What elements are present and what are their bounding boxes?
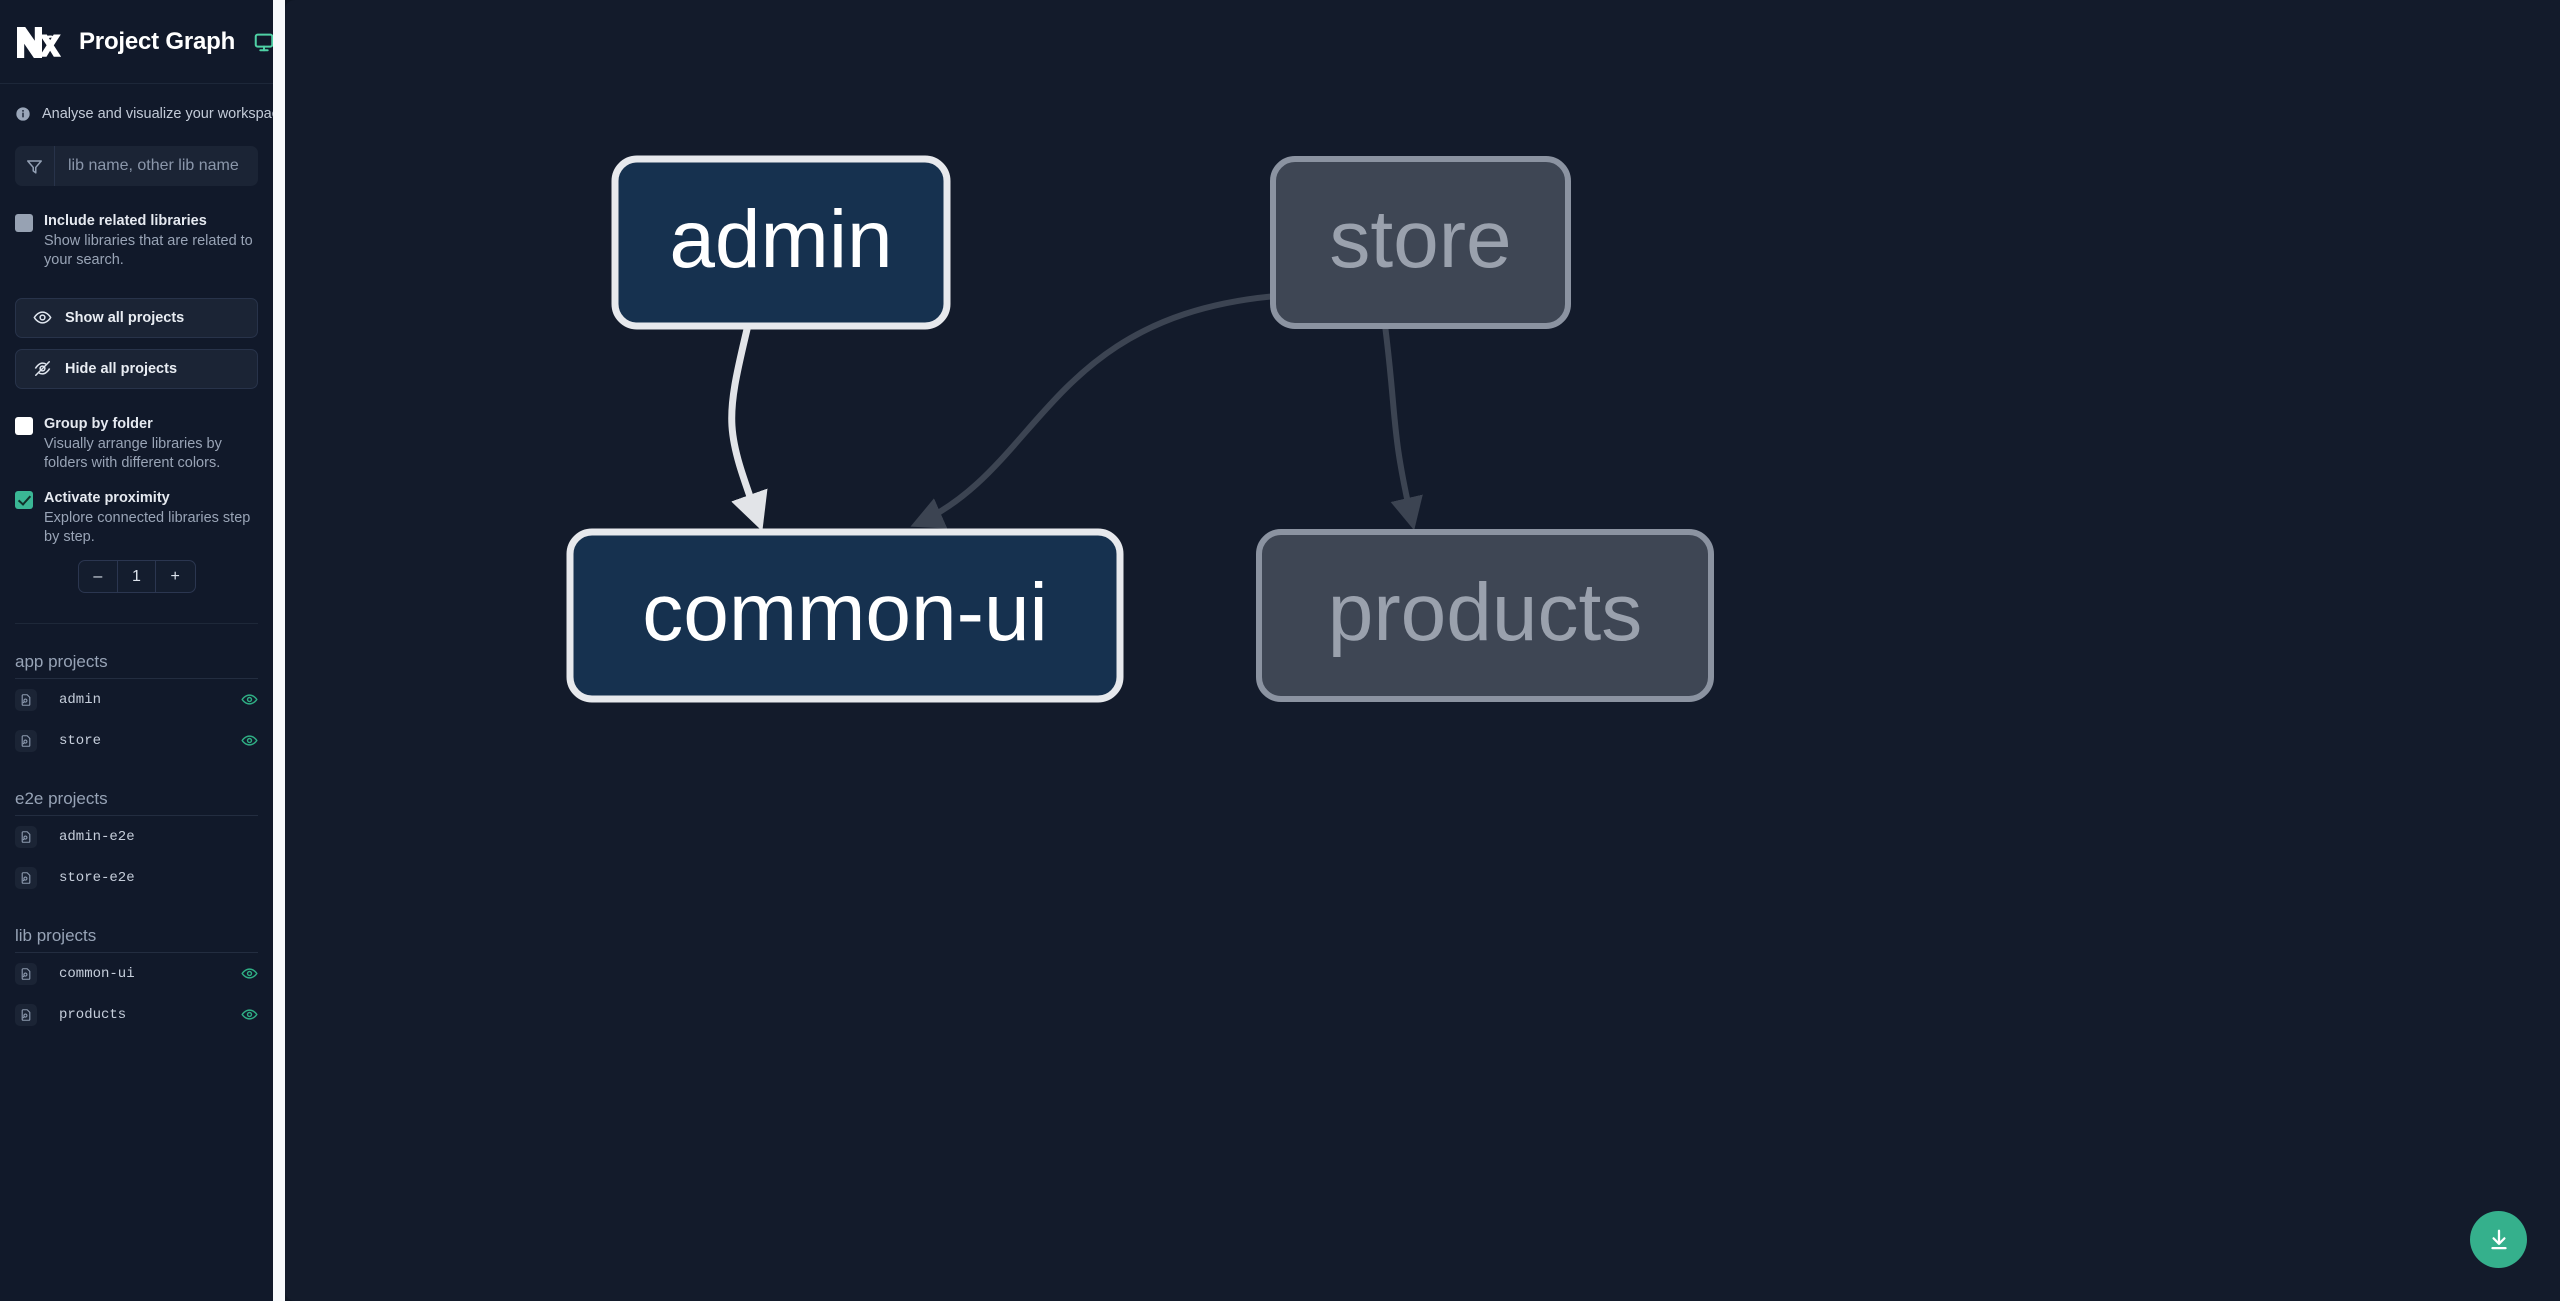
project-visibility-eye-icon[interactable] (241, 1006, 258, 1023)
project-file-icon (15, 688, 37, 711)
option-description: Visually arrange libraries by folders wi… (44, 435, 222, 471)
project-visibility-eye-icon[interactable] (241, 691, 258, 708)
tagline-text: Analyse and visualize your workspace. (42, 106, 273, 122)
project-item-common-ui[interactable]: common-ui (15, 953, 258, 994)
graph-node-label: store (1329, 194, 1511, 285)
project-item-admin-e2e[interactable]: admin-e2e (15, 816, 258, 857)
sidebar-divider (15, 623, 258, 625)
proximity-value: 1 (117, 561, 156, 593)
project-name: store (59, 732, 102, 749)
project-name: admin-e2e (59, 828, 135, 845)
project-group-e2e: e2e projects admin-e2e (0, 789, 273, 898)
project-file-icon (15, 866, 37, 889)
option-activate-proximity[interactable]: Activate proximity Explore connected lib… (0, 489, 273, 547)
hide-all-projects-button[interactable]: Hide all projects (15, 348, 258, 389)
project-group-title: app projects (15, 652, 258, 680)
tagline-row: Analyse and visualize your workspace. (0, 84, 273, 122)
project-visibility-eye-icon[interactable] (241, 732, 258, 749)
page-title: Project Graph (79, 27, 236, 55)
show-all-projects-label: Show all projects (65, 309, 185, 326)
sidebar-header: Project Graph (0, 0, 273, 84)
graph-node-label: common-ui (642, 567, 1048, 658)
search-bar[interactable] (15, 146, 258, 186)
proximity-decrement-button[interactable]: – (93, 567, 103, 585)
graph-node-rect[interactable] (1270, 156, 1571, 329)
option-label: Activate proximity (44, 489, 170, 506)
checkbox-group-by-folder[interactable] (15, 416, 33, 435)
graph-canvas[interactable]: admin store common-ui products (285, 0, 2560, 1301)
eye-off-icon (33, 359, 52, 378)
graph-node-rect[interactable] (611, 155, 951, 330)
proximity-increment-button[interactable]: + (170, 567, 180, 585)
checkbox-include-related-libraries[interactable] (15, 214, 33, 232)
project-group-title: e2e projects (15, 789, 258, 817)
graph-node-common-ui[interactable]: common-ui (566, 528, 1124, 703)
graph-node-label: admin (669, 194, 892, 285)
project-name: products (59, 1006, 127, 1023)
graph-edge-store-to-products (1382, 325, 1423, 531)
graph-edge-store-to-common-ui (910, 292, 1278, 529)
download-icon (2486, 1227, 2512, 1253)
hide-all-projects-label: Hide all projects (65, 360, 178, 377)
info-icon (15, 106, 31, 122)
project-name: admin (59, 691, 102, 708)
filter-icon (15, 146, 55, 186)
project-group-lib: lib projects common-ui (0, 926, 273, 1035)
project-item-products[interactable]: products (15, 994, 258, 1035)
project-group-title: lib projects (15, 926, 258, 954)
graph-node-admin[interactable]: admin (611, 155, 951, 330)
graph-node-products[interactable]: products (1256, 529, 1714, 702)
monitor-icon[interactable] (253, 31, 273, 53)
project-item-store[interactable]: store (15, 720, 258, 761)
project-item-admin[interactable]: admin (15, 679, 258, 720)
checkbox-activate-proximity[interactable] (15, 490, 33, 509)
option-include-related-libraries[interactable]: Include related libraries Show libraries… (0, 212, 273, 270)
project-name: common-ui (59, 965, 135, 982)
option-label: Include related libraries (44, 213, 207, 229)
project-file-icon (15, 729, 37, 752)
graph-node-store[interactable]: store (1270, 156, 1571, 329)
project-file-icon (15, 825, 37, 848)
graph-node-rect[interactable] (566, 528, 1124, 703)
option-label: Group by folder (44, 415, 153, 432)
project-name: store-e2e (59, 869, 135, 886)
graph-edge-admin-to-common-ui (728, 325, 768, 532)
option-description: Explore connected libraries step by step… (44, 509, 251, 545)
show-all-projects-button[interactable]: Show all projects (15, 297, 258, 338)
project-visibility-eye-icon[interactable] (241, 965, 258, 982)
project-item-store-e2e[interactable]: store-e2e (15, 857, 258, 898)
sidebar: Project Graph Analyse and visualize your… (0, 0, 273, 1301)
graph-node-label: products (1328, 567, 1643, 658)
graph-node-rect[interactable] (1256, 529, 1714, 702)
graph-svg: admin store common-ui products (566, 155, 1714, 703)
option-group-by-folder[interactable]: Group by folder Visually arrange librari… (0, 415, 273, 473)
eye-icon (33, 308, 52, 327)
project-file-icon (15, 962, 37, 985)
download-image-button[interactable] (2470, 1211, 2527, 1268)
search-input[interactable] (55, 146, 258, 186)
project-file-icon (15, 1003, 37, 1026)
project-group-app: app projects admin (0, 652, 273, 761)
sidebar-resize-handle[interactable] (273, 0, 285, 1301)
nx-logo-icon (15, 25, 61, 59)
option-description: Show libraries that are related to your … (44, 233, 253, 268)
proximity-stepper[interactable]: – 1 + (77, 560, 196, 594)
